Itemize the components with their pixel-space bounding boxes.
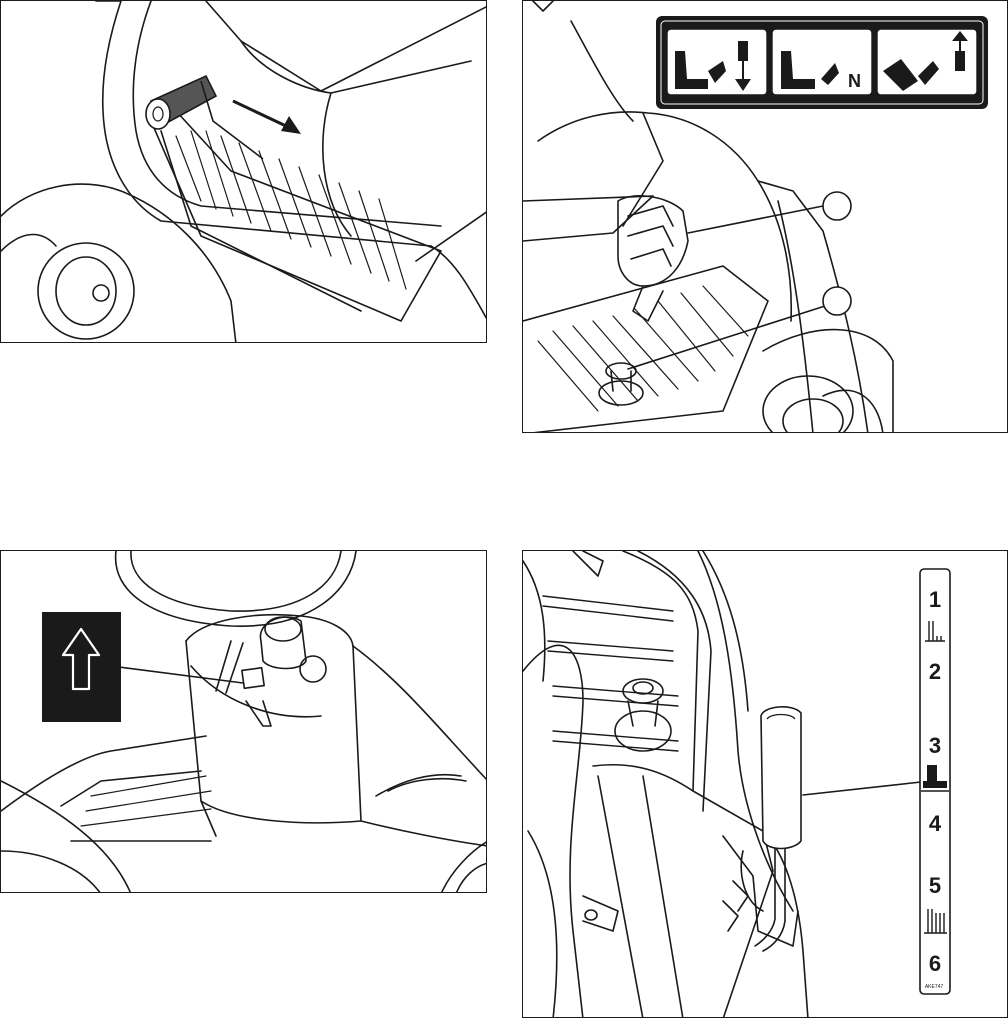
cutting-height-illustration: 1 2 3 4 5 6 AKE747 (523, 551, 1008, 1018)
scale-number-2: 2 (929, 659, 941, 684)
pedal-direction-decal: N (656, 16, 988, 109)
callout-circle-2 (823, 287, 851, 315)
pedals-illustration: N (523, 1, 1008, 433)
scale-number-4: 4 (929, 811, 942, 836)
neutral-pedal-symbol: N (772, 29, 872, 95)
scale-number-3: 3 (929, 733, 941, 758)
brake-lever-illustration (1, 1, 487, 343)
scale-number-6: 6 (929, 951, 941, 976)
callout-circle-1 (823, 192, 851, 220)
scale-number-1: 1 (929, 587, 941, 612)
fig-cutting-height-panel: 1 2 3 4 5 6 AKE747 (522, 550, 1008, 1018)
cutting-height-lever-grip (761, 707, 801, 849)
height-scale: 1 2 3 4 5 6 AKE747 (920, 569, 950, 994)
indicator-box (42, 612, 121, 722)
fig-brake-lever-panel (0, 0, 487, 343)
fig-pedals-decal-panel: N (522, 0, 1008, 433)
forward-pedal-symbol (877, 29, 977, 95)
fig-steering-indicator-panel (0, 550, 487, 893)
neutral-label: N (848, 71, 861, 91)
scale-number-5: 5 (929, 873, 941, 898)
scale-code: AKE747 (925, 984, 944, 990)
reverse-pedal-symbol (667, 29, 767, 95)
direction-arrow-icon (233, 101, 301, 134)
brake-lever-grip (146, 76, 263, 159)
steering-illustration (1, 551, 487, 893)
